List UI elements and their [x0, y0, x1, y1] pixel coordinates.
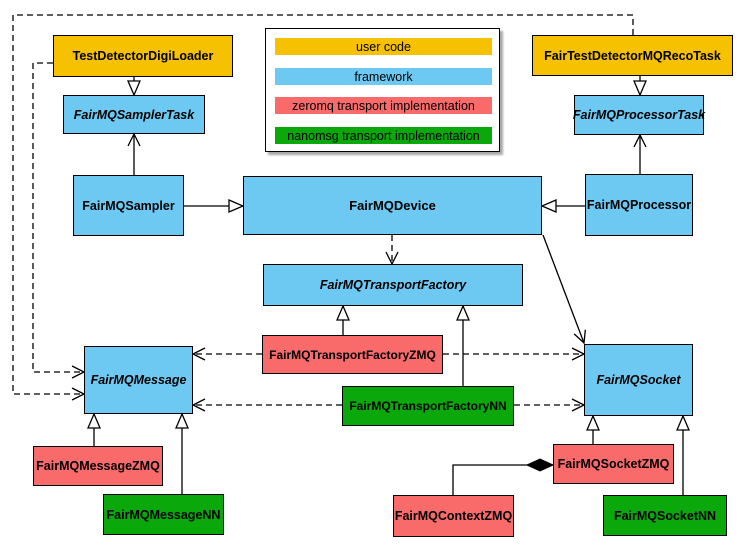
node-label: FairMQTransportFactoryNN [349, 399, 507, 413]
node-label: FairTestDetectorMQRecoTask [544, 48, 721, 63]
legend-label-nanomsg: nanomsg transport implementation [287, 128, 480, 143]
legend-label-framework: framework [354, 69, 413, 84]
node-label: FairMQMessageZMQ [36, 459, 160, 473]
node-label: FairMQMessageNN [106, 507, 221, 522]
edge-digiloader-message [32, 62, 84, 372]
node-fairmqsocketzmq: FairMQSocketZMQ [553, 444, 674, 484]
node-fairmqcontextzmq: FairMQContextZMQ [393, 495, 514, 537]
legend-item-zeromq: zeromq transport implementation [275, 97, 492, 114]
legend-label-zeromq: zeromq transport implementation [292, 98, 475, 113]
node-label: FairMQSampler [82, 198, 175, 213]
legend-item-nanomsg: nanomsg transport implementation [275, 127, 492, 144]
node-label: FairMQContextZMQ [394, 509, 513, 523]
node-label: FairMQSocketNN [613, 508, 717, 523]
node-label: TestDetectorDigiLoader [72, 49, 214, 63]
node-fairmqmessagezmq: FairMQMessageZMQ [33, 446, 163, 486]
node-fairmqprocessortask: FairMQProcessorTask [572, 95, 706, 135]
node-fairmqmessagenn: FairMQMessageNN [103, 494, 224, 535]
node-fairmqtransportfactory: FairMQTransportFactory [263, 264, 523, 306]
legend: user code framework zeromq transport imp… [265, 28, 500, 152]
node-fairmqtransportfactorynn: FairMQTransportFactoryNN [342, 386, 514, 426]
node-label: FairMQDevice [349, 198, 436, 213]
edge-contextzmq-socketzmq [452, 465, 553, 495]
node-fairmqdevice: FairMQDevice [243, 176, 542, 235]
node-label: FairMQProcessor [586, 198, 692, 212]
node-fairmqprocessor: FairMQProcessor [585, 174, 693, 236]
node-label: FairMQSocket [596, 373, 681, 387]
node-fairmqsocket: FairMQSocket [584, 344, 693, 416]
node-fairmqsocketnn: FairMQSocketNN [603, 495, 727, 536]
node-fairtestdetectormqrecotask: FairTestDetectorMQRecoTask [532, 35, 733, 76]
legend-item-framework: framework [275, 68, 492, 85]
node-label: FairMQTransportFactory [319, 278, 467, 292]
node-fairmqtransportfactoryzmq: FairMQTransportFactoryZMQ [262, 335, 443, 374]
node-label: FairMQProcessorTask [572, 108, 706, 122]
node-testdetectordigiloader: TestDetectorDigiLoader [53, 35, 233, 77]
node-label: FairMQSocketZMQ [557, 457, 670, 471]
edge-recotask-message [12, 14, 634, 394]
legend-label-user-code: user code [356, 39, 411, 54]
legend-item-user-code: user code [275, 38, 492, 55]
node-fairmqmessage: FairMQMessage [84, 346, 193, 414]
node-fairmqsampler: FairMQSampler [73, 175, 184, 236]
node-label: FairMQSamplerTask [73, 107, 195, 122]
node-label: FairMQTransportFactoryZMQ [269, 347, 436, 362]
edge-device-socket [542, 234, 584, 343]
node-fairmqsamplertask: FairMQSamplerTask [63, 95, 205, 134]
node-label: FairMQMessage [90, 373, 187, 387]
